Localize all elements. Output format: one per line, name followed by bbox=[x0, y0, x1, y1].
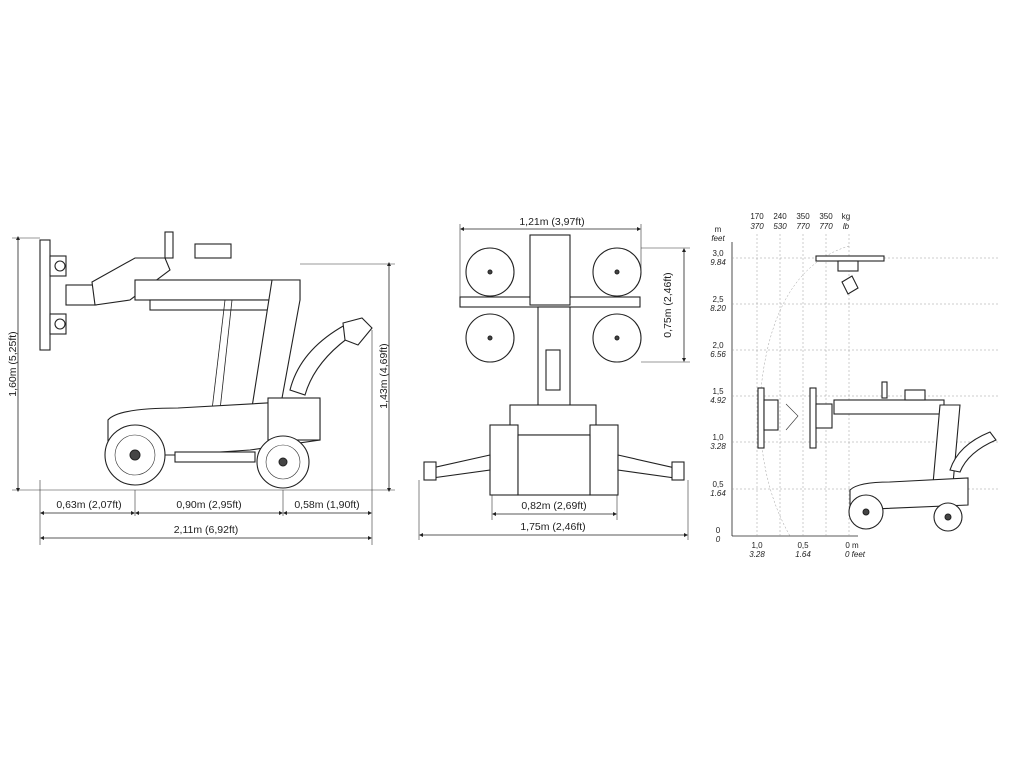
y-tick-metric: 2,0 bbox=[712, 341, 724, 350]
load-kg-3: 350 bbox=[796, 212, 810, 221]
machine-side-drawing bbox=[39, 231, 373, 489]
height-body-label: 1,43m (4,69ft) bbox=[378, 343, 390, 408]
boom-head bbox=[91, 257, 171, 306]
height-total-label: 1,60m (5,25ft) bbox=[7, 331, 19, 396]
y-tick-imperial: 9.84 bbox=[710, 258, 726, 267]
load-kg-4: 350 bbox=[819, 212, 833, 221]
width-top-label: 1,21m (3,97ft) bbox=[519, 216, 584, 228]
suction-pad bbox=[39, 239, 51, 351]
head-position-top bbox=[815, 255, 885, 295]
x-tick-metric: 1,0 bbox=[751, 541, 763, 550]
length-front-label: 0,63m (2,07ft) bbox=[56, 499, 121, 511]
height-cups-label: 0,75m (2,46ft) bbox=[662, 272, 674, 337]
wheel-left bbox=[489, 424, 519, 496]
mast bbox=[249, 279, 301, 421]
y-tick-imperial: 8.20 bbox=[710, 304, 726, 313]
x-tick-imperial: 3.28 bbox=[749, 550, 765, 559]
reach-envelope bbox=[759, 245, 850, 537]
x-tick-metric: 0,5 bbox=[797, 541, 809, 550]
load-lb-3: 770 bbox=[796, 222, 810, 231]
y-unit-metric: m bbox=[715, 225, 722, 234]
y-tick-metric: 0 bbox=[716, 526, 721, 535]
x-tick-imperial: 0 feet bbox=[845, 550, 866, 559]
head-position-far bbox=[757, 387, 799, 449]
length-rear-label: 0,58m (1,90ft) bbox=[294, 499, 359, 511]
y-tick-imperial: 6.56 bbox=[710, 350, 726, 359]
y-tick-imperial: 4.92 bbox=[710, 396, 726, 405]
y-tick-imperial: 3.28 bbox=[710, 442, 726, 451]
load-lb-2: 530 bbox=[773, 222, 787, 231]
load-kg-2: 240 bbox=[773, 212, 787, 221]
load-unit-imperial: lb bbox=[843, 222, 850, 231]
y-tick-metric: 2,5 bbox=[712, 295, 724, 304]
y-tick-metric: 3,0 bbox=[712, 249, 724, 258]
y-unit-imperial: feet bbox=[711, 234, 725, 243]
front-view: 1,21m (3,97ft) 0,75m (2,46ft) 0,82m (2,6… bbox=[418, 216, 690, 540]
load-chart: m feet kg lb 170 240 350 350 370 530 770… bbox=[710, 212, 1000, 559]
x-tick-metric: 0 m bbox=[845, 541, 859, 550]
width-wheels-label: 0,82m (2,69ft) bbox=[521, 500, 586, 512]
head-position-near bbox=[809, 387, 833, 449]
outrigger-right bbox=[617, 454, 676, 479]
load-lb-4: 770 bbox=[819, 222, 833, 231]
load-unit-metric: kg bbox=[842, 212, 850, 221]
y-tick-metric: 0,5 bbox=[712, 480, 724, 489]
y-tick-metric: 1,0 bbox=[712, 433, 724, 442]
y-tick-imperial: 0 bbox=[716, 535, 721, 544]
load-kg-1: 170 bbox=[750, 212, 764, 221]
machine-chart-drawing bbox=[833, 381, 997, 532]
machine-front-drawing bbox=[423, 234, 685, 496]
load-lb-1: 370 bbox=[750, 222, 764, 231]
side-view: 1,60m (5,25ft) 1,43m (4,69ft) 0,63m (2,0… bbox=[7, 231, 395, 545]
outrigger-left bbox=[431, 454, 491, 479]
width-outriggers-label: 1,75m (2,46ft) bbox=[520, 521, 585, 533]
length-total-label: 2,11m (6,92ft) bbox=[174, 524, 239, 536]
length-wheelbase-label: 0,90m (2,95ft) bbox=[176, 499, 241, 511]
x-tick-imperial: 1.64 bbox=[795, 550, 811, 559]
y-tick-metric: 1,5 bbox=[712, 387, 724, 396]
y-tick-imperial: 1.64 bbox=[710, 489, 726, 498]
wheel-right bbox=[589, 424, 619, 496]
